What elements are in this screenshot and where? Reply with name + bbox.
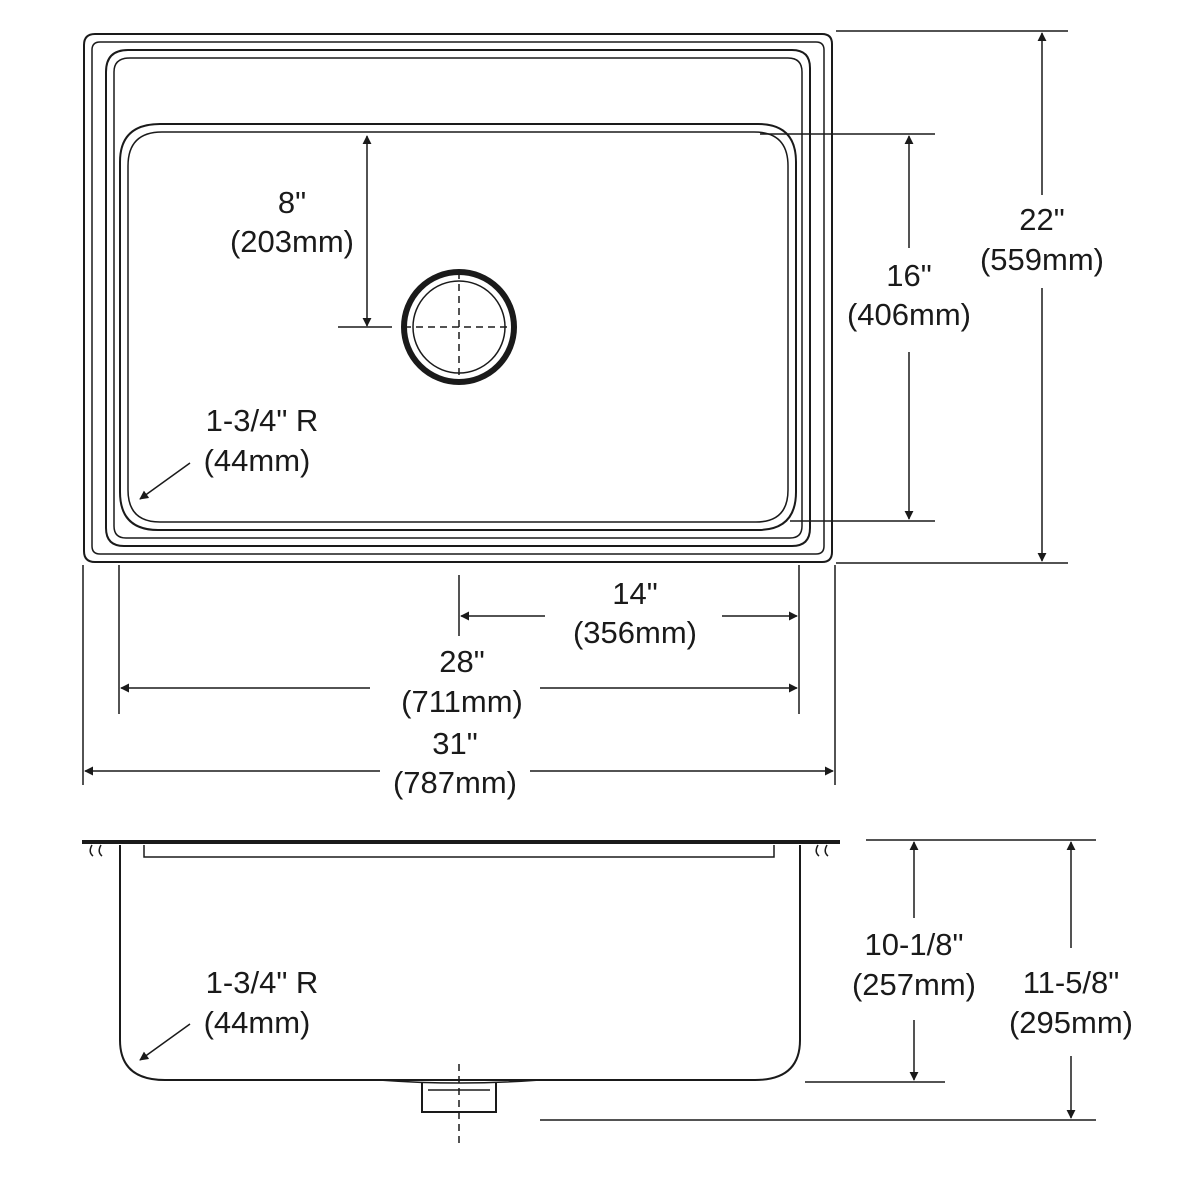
bowl-width-mm-label: (711mm) <box>401 684 523 719</box>
drain-center-inches-label: 14" <box>612 576 658 611</box>
drain-offset-mm-label: (203mm) <box>230 224 354 259</box>
sink-bowl-inner-outline <box>127 131 789 523</box>
sink-bowl-profile <box>119 845 801 1081</box>
corner-radius-leader <box>139 462 191 500</box>
overall-width-dimension <box>82 565 836 785</box>
side-overall-height-mm-label: (295mm) <box>1009 1005 1133 1040</box>
side-overall-height-dimension <box>540 841 1096 1121</box>
sink-deck-ledge <box>105 49 811 547</box>
sink-bowl-outline <box>119 123 797 531</box>
overall-width-mm-label: (787mm) <box>393 765 517 800</box>
drain-offset-inches-label: 8" <box>278 185 306 220</box>
corner-radius-inches-label: 1-3/4" R <box>206 403 319 438</box>
drain-center-dimension <box>458 565 800 714</box>
sink-rim-inner-edge <box>91 41 825 555</box>
drain-outlet <box>401 269 517 385</box>
side-bowl-depth-inches-label: 10-1/8" <box>865 927 964 962</box>
drain-tail <box>421 1083 497 1113</box>
drain-center-mm-label: (356mm) <box>573 615 697 650</box>
sink-outer-rim <box>83 33 833 563</box>
mounting-clip-right <box>815 844 829 857</box>
bowl-depth-mm-label: (406mm) <box>847 297 971 332</box>
mounting-clip-left <box>89 844 103 857</box>
side-corner-radius-leader <box>139 1023 191 1061</box>
overall-depth-mm-label: (559mm) <box>980 242 1104 277</box>
bowl-depth-inches-label: 16" <box>886 258 932 293</box>
side-corner-radius-mm-label: (44mm) <box>204 1005 311 1040</box>
top-view: 8" (203mm) 16" (406mm) 22" (559mm) 1-3/4… <box>82 30 1104 800</box>
drain-offset-dimension <box>338 135 392 328</box>
sink-rim-lip <box>143 845 775 858</box>
side-view: 1-3/4" R (44mm) 10-1/8" (257mm) 11-5/8" … <box>82 839 1133 1148</box>
overall-depth-inches-label: 22" <box>1019 202 1065 237</box>
side-bowl-depth-dimension <box>805 839 1096 1083</box>
sink-deck-ledge-inner <box>113 57 803 539</box>
bowl-width-inches-label: 28" <box>439 644 485 679</box>
overall-width-inches-label: 31" <box>432 726 478 761</box>
corner-radius-mm-label: (44mm) <box>204 443 311 478</box>
side-overall-height-inches-label: 11-5/8" <box>1023 965 1120 1000</box>
bowl-depth-dimension <box>760 133 935 522</box>
side-corner-radius-inches-label: 1-3/4" R <box>206 965 319 1000</box>
overall-depth-dimension <box>836 30 1068 564</box>
side-bowl-depth-mm-label: (257mm) <box>852 967 976 1002</box>
bowl-width-dimension <box>118 565 798 714</box>
